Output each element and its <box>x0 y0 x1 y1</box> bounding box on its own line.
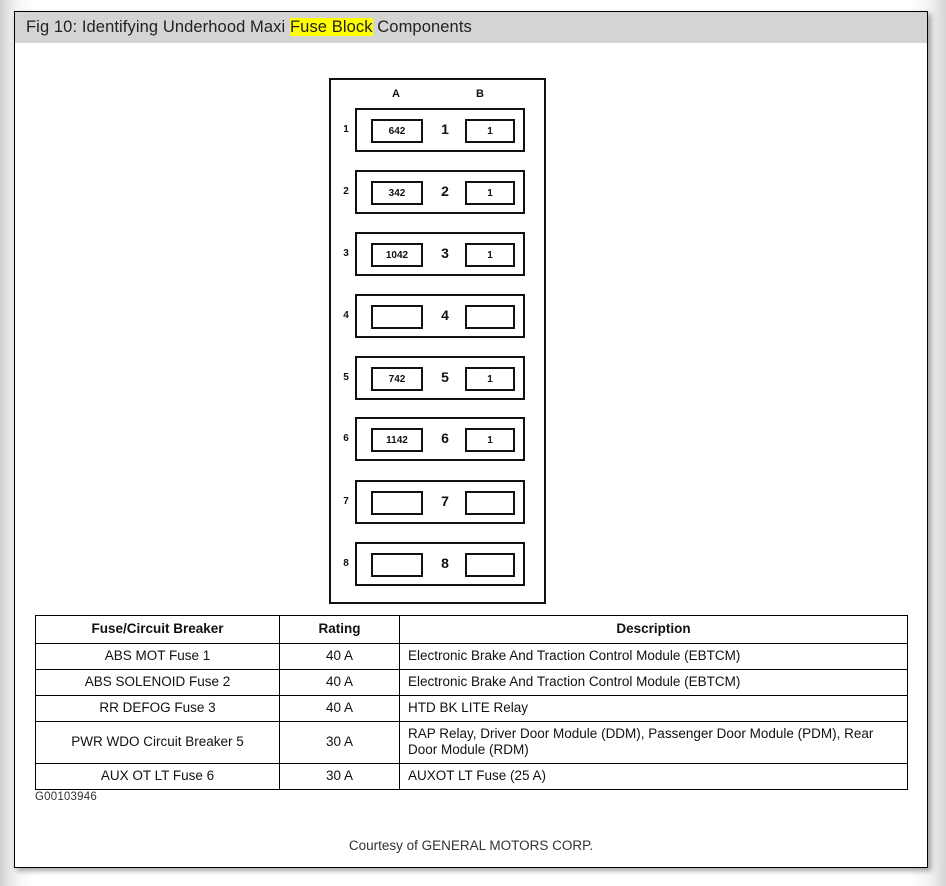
fuse-slot-center-label: 8 <box>441 555 449 571</box>
fuse-slot-a[interactable]: 642 <box>371 119 423 143</box>
page-title-highlight: Fuse Block <box>289 18 373 36</box>
fuse-row-index: 5 <box>343 372 349 383</box>
cell-fuse-name: RR DEFOG Fuse 3 <box>35 694 280 722</box>
courtesy-notice: Courtesy of GENERAL MOTORS CORP. <box>348 838 594 853</box>
table-row: RR DEFOG Fuse 3 40 A HTD BK LITE Relay <box>35 694 908 722</box>
column-header-fuse-circuit-breaker: Fuse/Circuit Breaker <box>35 615 280 644</box>
fuse-row-index: 1 <box>343 124 349 135</box>
figure-id-label: G00103946 <box>35 791 97 803</box>
cell-rating: 30 A <box>279 720 400 765</box>
fuse-row-index: 8 <box>343 558 349 569</box>
fuse-row[interactable]: 7 <box>355 480 525 524</box>
cell-rating: 40 A <box>279 668 400 696</box>
cell-fuse-name: ABS SOLENOID Fuse 2 <box>35 668 280 696</box>
fuse-block-diagram: A B 1 642 1 1 2 342 2 1 3 1042 3 1 <box>329 78 546 604</box>
fuse-slot-a[interactable]: 742 <box>371 367 423 391</box>
fuse-slot-b[interactable]: 1 <box>465 367 515 391</box>
document-panel: Fig 10: Identifying Underhood Maxi Fuse … <box>14 11 928 868</box>
cell-description: RAP Relay, Driver Door Module (DDM), Pas… <box>399 720 908 765</box>
fuse-row[interactable]: 742 5 1 <box>355 356 525 400</box>
cell-description: Electronic Brake And Traction Control Mo… <box>399 642 908 670</box>
table-row: ABS MOT Fuse 1 40 A Electronic Brake And… <box>35 642 908 670</box>
page-title: Fig 10: Identifying Underhood Maxi Fuse … <box>26 18 472 37</box>
fuse-row-index: 7 <box>343 496 349 507</box>
cell-rating: 40 A <box>279 694 400 722</box>
fuse-row[interactable]: 642 1 1 <box>355 108 525 152</box>
cell-description: Electronic Brake And Traction Control Mo… <box>399 668 908 696</box>
fuse-slot-a[interactable] <box>371 553 423 577</box>
cell-description: HTD BK LITE Relay <box>399 694 908 722</box>
fuse-row[interactable]: 1142 6 1 <box>355 417 525 461</box>
fuse-row-index: 2 <box>343 186 349 197</box>
cell-rating: 30 A <box>279 763 400 791</box>
fuse-slot-center-label: 5 <box>441 369 449 385</box>
fuse-row[interactable]: 4 <box>355 294 525 338</box>
table-row: ABS SOLENOID Fuse 2 40 A Electronic Brak… <box>35 668 908 696</box>
fuse-slot-a[interactable]: 342 <box>371 181 423 205</box>
fuse-slot-b[interactable] <box>465 553 515 577</box>
cell-fuse-name: AUX OT LT Fuse 6 <box>35 763 280 791</box>
fuse-slot-a[interactable]: 1042 <box>371 243 423 267</box>
fuse-slot-center-label: 2 <box>441 183 449 199</box>
cell-fuse-name: PWR WDO Circuit Breaker 5 <box>35 720 280 765</box>
fuse-slot-a[interactable] <box>371 305 423 329</box>
fuse-slot-b[interactable] <box>465 305 515 329</box>
column-header-description: Description <box>399 615 908 644</box>
cell-rating: 40 A <box>279 642 400 670</box>
fuse-legend-table: Fuse/Circuit Breaker Rating Description … <box>35 615 908 791</box>
page-title-suffix: Components <box>372 18 472 36</box>
table-row: PWR WDO Circuit Breaker 5 30 A RAP Relay… <box>35 720 908 765</box>
fuse-slot-center-label: 1 <box>441 121 449 137</box>
fuse-row-index: 4 <box>343 310 349 321</box>
column-header-a: A <box>392 88 400 100</box>
fuse-row[interactable]: 1042 3 1 <box>355 232 525 276</box>
scanned-page: A B 1 642 1 1 2 342 2 1 3 1042 3 1 <box>15 43 927 867</box>
fuse-slot-b[interactable]: 1 <box>465 119 515 143</box>
fuse-slot-center-label: 6 <box>441 430 449 446</box>
table-row: AUX OT LT Fuse 6 30 A AUXOT LT Fuse (25 … <box>35 763 908 791</box>
fuse-slot-b[interactable] <box>465 491 515 515</box>
fuse-row[interactable]: 8 <box>355 542 525 586</box>
fuse-slot-center-label: 3 <box>441 245 449 261</box>
fuse-slot-b[interactable]: 1 <box>465 243 515 267</box>
fuse-slot-center-label: 7 <box>441 493 449 509</box>
fuse-row[interactable]: 342 2 1 <box>355 170 525 214</box>
fuse-row-index: 3 <box>343 248 349 259</box>
fuse-slot-a[interactable]: 1142 <box>371 428 423 452</box>
cell-fuse-name: ABS MOT Fuse 1 <box>35 642 280 670</box>
page-title-prefix: Fig 10: Identifying Underhood Maxi <box>26 18 290 36</box>
fuse-row-index: 6 <box>343 433 349 444</box>
fuse-slot-a[interactable] <box>371 491 423 515</box>
table-header-row: Fuse/Circuit Breaker Rating Description <box>35 615 908 644</box>
column-header-rating: Rating <box>279 615 400 644</box>
column-header-b: B <box>476 88 484 100</box>
figure-title-bar: Fig 10: Identifying Underhood Maxi Fuse … <box>15 12 927 43</box>
fuse-slot-center-label: 4 <box>441 307 449 323</box>
fuse-slot-b[interactable]: 1 <box>465 181 515 205</box>
cell-description: AUXOT LT Fuse (25 A) <box>399 763 908 791</box>
fuse-slot-b[interactable]: 1 <box>465 428 515 452</box>
